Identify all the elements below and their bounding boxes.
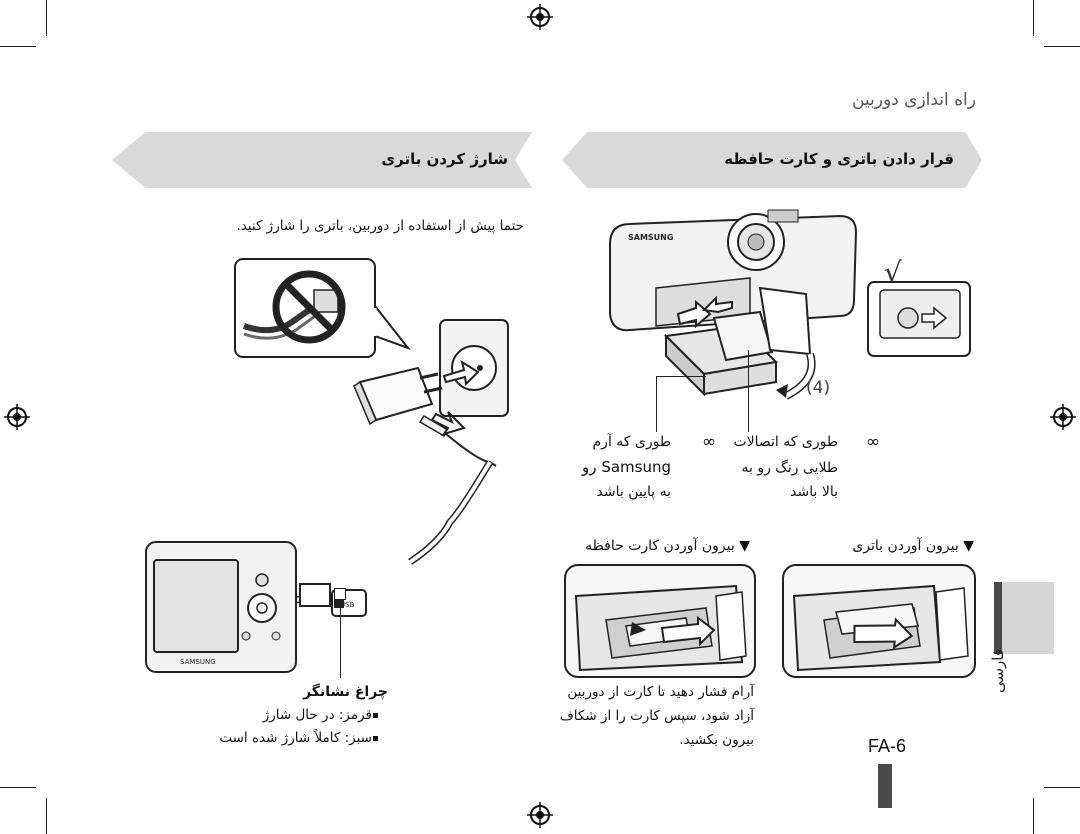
registration-mark-icon: [4, 404, 30, 430]
registration-mark-icon: [1050, 404, 1076, 430]
banner-charging-label: شارژ کردن باتری: [381, 150, 508, 168]
remove-card-desc-1: آرام فشار دهید تا کارت از دوربین: [567, 684, 754, 700]
callout-line-contacts: [748, 350, 749, 432]
bullet: [373, 736, 378, 741]
banner-charging: [112, 132, 532, 188]
remove-card-photo: [564, 564, 756, 678]
callout-line-logo: [656, 376, 657, 432]
checkmark-icon: √: [884, 256, 902, 289]
indicator-title: چراغ نشانگر: [303, 684, 388, 700]
note-left-line-3: به پایین باشد: [596, 484, 671, 500]
note-right-line-3: بالا باشد: [790, 484, 838, 500]
remove-card-desc-2: آزاد شود، سپس کارت را از شکاف: [559, 708, 754, 724]
callout-line-logo-top: [656, 376, 706, 377]
note-left-symbol: ∞: [702, 432, 717, 452]
remove-battery-label: ▼ بیرون آوردن باتری: [852, 538, 974, 554]
note-right-symbol: ∞: [866, 432, 881, 452]
charger-illustration: [353, 319, 509, 565]
no-plug-icon: [272, 270, 346, 344]
language-side-bar: [994, 582, 1002, 654]
banner-insert: [562, 132, 982, 188]
bullet: [373, 713, 378, 718]
camera-open-illustration: SAMSUNG: [609, 209, 858, 400]
indicator-item-green: سبز: کاملاً شارژ شده است: [219, 730, 372, 746]
usb-label: USB: [340, 601, 355, 609]
registration-mark-icon: [527, 4, 553, 30]
step-number: (4): [806, 378, 831, 398]
language-tab-label: فارسی: [989, 648, 1007, 694]
page-title: راه اندازی دوربین: [851, 90, 976, 110]
no-plug-callout: [234, 258, 411, 358]
note-right-line-2: طلایی رنگ رو به: [741, 460, 838, 476]
remove-card-label: ▼ بیرون آوردن کارت حافظه: [585, 538, 750, 554]
remove-card-desc-3: بیرون بکشید.: [679, 732, 754, 748]
note-right-line-1: طوری که اتصالات: [733, 434, 838, 450]
registration-mark-icon: [527, 802, 553, 828]
pointer-line: [340, 596, 341, 678]
banner-insert-label: قرار دادن باتری و کارت حافظه: [724, 150, 954, 168]
indicator-item-red: قرمز: در حال شارژ: [262, 707, 372, 723]
camera-back-illustration: SAMSUNG USB: [145, 541, 367, 673]
pointer-box: [334, 588, 346, 600]
camera-brand-back: SAMSUNG: [180, 658, 216, 666]
note-left-line-1: طوری که آرم: [592, 434, 671, 450]
language-side-tab: [994, 582, 1054, 654]
charging-instruction: حتما پیش از استفاده از دوربین، باتری را …: [236, 218, 524, 234]
note-left-line-2: Samsung رو: [582, 458, 671, 476]
battery-lock-detail: [867, 281, 971, 357]
page-number-bar: [878, 764, 892, 808]
page-number: FA-6: [868, 736, 907, 756]
remove-battery-photo: [782, 564, 976, 678]
camera-brand-front: SAMSUNG: [628, 233, 673, 242]
